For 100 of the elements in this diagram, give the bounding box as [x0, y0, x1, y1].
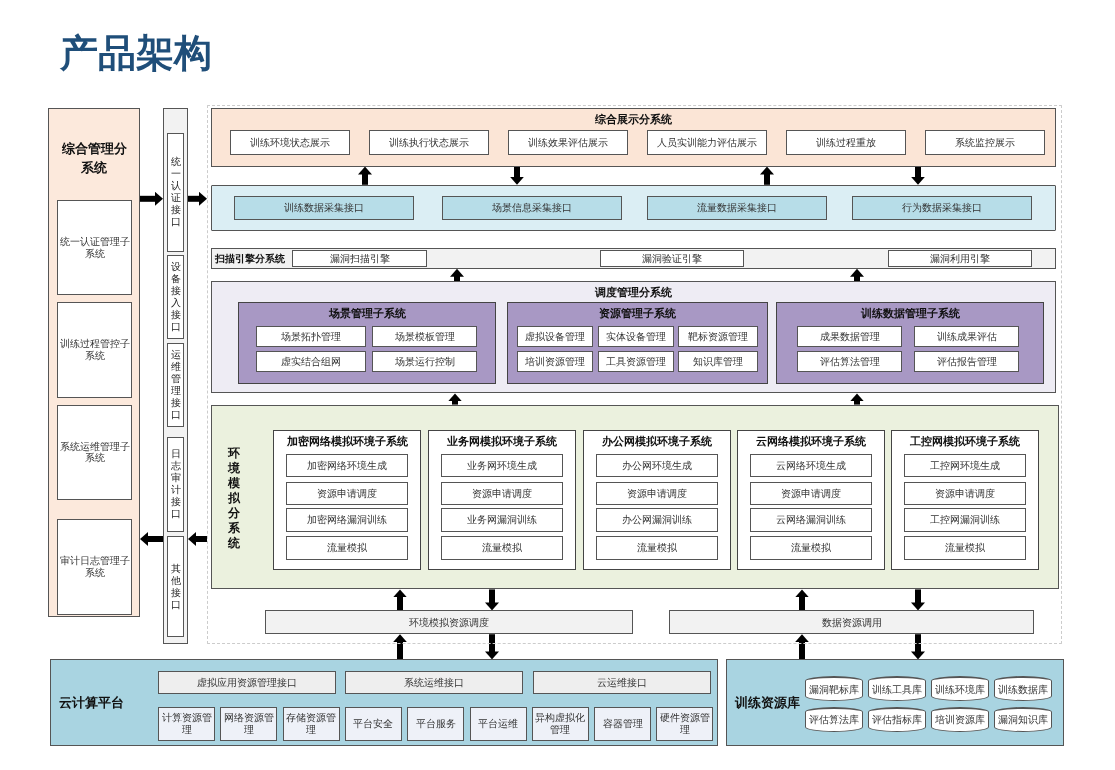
database-cylinder: 训练环境库: [931, 676, 989, 702]
module-box: 训练过程重放: [786, 130, 906, 156]
block-arrow: [393, 634, 407, 660]
panel-title: 场景管理子系统: [327, 306, 407, 322]
module-box: 云网络漏洞训练: [750, 508, 872, 532]
module-box: 办公网漏洞训练: [596, 508, 718, 532]
interface-box: 场景信息采集接口: [442, 196, 622, 220]
interface-box: [167, 436, 184, 532]
module-box: 虚拟设备管理: [517, 326, 593, 348]
database-cylinder: 漏洞知识库: [994, 707, 1052, 733]
subsystem-panel: [273, 429, 421, 570]
engine-box: 漏洞扫描引擎: [292, 249, 427, 267]
block-arrow: [911, 589, 925, 611]
panel-title: 办公网模拟环境子系统: [601, 433, 713, 449]
module-box: 工控网漏洞训练: [904, 508, 1026, 532]
band-box: 数据资源调用: [669, 610, 1034, 635]
panel-title: 云网络模拟环境子系统: [755, 433, 867, 449]
database-cylinder: 训练工具库: [868, 676, 926, 702]
engine-box: 漏洞利用引擎: [888, 249, 1032, 267]
engine-box: 漏洞验证引擎: [600, 249, 744, 267]
interface-box: [167, 536, 184, 637]
module-box: 流量模拟: [286, 536, 408, 560]
interface-label: 其他接口: [170, 562, 181, 611]
module-box: 训练执行状态展示: [369, 130, 489, 156]
interface-label: 统一认证接口: [170, 156, 181, 229]
module-box: 审计日志管理子系统: [57, 519, 132, 615]
module-box: 资源申请调度: [441, 481, 563, 506]
subsystem-panel: [238, 302, 496, 384]
module-box: 资源申请调度: [904, 481, 1026, 506]
module-box: 流量模拟: [596, 536, 718, 560]
module-box: 统一认证管理子系统: [57, 200, 132, 296]
subsystem-panel: [211, 281, 1056, 394]
block-arrow: [450, 268, 464, 282]
panel-title: 训练资源库: [735, 694, 800, 713]
module-box: 加密网络漏洞训练: [286, 508, 408, 532]
module-box: 流量模拟: [904, 536, 1026, 560]
database-cylinder: 评估指标库: [868, 707, 926, 733]
block-arrow: [485, 589, 499, 611]
panel-title: 调度管理分系统: [594, 285, 673, 301]
module-box: 云网络环境生成: [750, 453, 872, 478]
panel-title: 环境模拟分系统: [228, 445, 241, 551]
module-box: 硬件资源管理: [656, 707, 714, 741]
module-box: 知识库管理: [678, 351, 758, 373]
platform-panel: [726, 659, 1064, 747]
module-box: 虚实结合组网: [256, 351, 366, 373]
module-box: 异构虚拟化管理: [531, 707, 589, 741]
interface-box: 虚拟应用资源管理接口: [158, 670, 336, 695]
module-box: 训练环境状态展示: [230, 130, 350, 156]
subsystem-panel: [776, 302, 1044, 384]
interface-box: [167, 133, 184, 252]
module-box: 成果数据管理: [797, 326, 902, 348]
module-box: 场景运行控制: [372, 351, 477, 373]
subsystem-panel: [211, 107, 1056, 167]
module-box: 靶标资源管理: [678, 326, 758, 348]
module-box: 容器管理: [594, 707, 652, 741]
interface-box: 系统运维接口: [345, 670, 523, 695]
module-box: 业务网漏洞训练: [441, 508, 563, 532]
interface-box: 云运维接口: [533, 670, 711, 695]
module-box: 网络资源管理: [220, 707, 278, 741]
module-box: 工具资源管理: [598, 351, 674, 373]
module-box: 资源申请调度: [596, 481, 718, 506]
block-arrow: [795, 589, 809, 611]
database-cylinder: 漏洞靶标库: [805, 676, 863, 702]
subsystem-panel: [48, 107, 140, 618]
module-box: 实体设备管理: [598, 326, 674, 348]
module-box: 训练过程管控子系统: [57, 302, 132, 398]
collection-band: [211, 184, 1056, 231]
block-arrow: [850, 268, 864, 282]
interface-box: [167, 343, 184, 427]
block-arrow: [485, 634, 499, 660]
page-title: 产品架构: [60, 30, 212, 77]
database-cylinder: 培训资源库: [931, 707, 989, 733]
panel-title: 业务网模拟环境子系统: [446, 433, 558, 449]
database-cylinder: 评估算法库: [805, 707, 863, 733]
dashed-frame: [207, 105, 1062, 644]
module-box: 流量模拟: [750, 536, 872, 560]
panel-title: 加密网络模拟环境子系统: [285, 433, 409, 449]
module-box: 加密网络环境生成: [286, 453, 408, 478]
subsystem-panel: [737, 429, 885, 570]
module-box: 平台运维: [469, 707, 527, 741]
database-cylinder: 训练数据库: [994, 676, 1052, 702]
module-box: 业务网环境生成: [441, 453, 563, 478]
subsystem-panel: [507, 302, 768, 384]
platform-panel: [50, 659, 718, 747]
interface-column: [163, 107, 188, 644]
module-box: 资源申请调度: [286, 481, 408, 506]
block-arrow: [911, 166, 925, 185]
interface-box: 行为数据采集接口: [852, 196, 1032, 220]
module-box: 系统运维管理子系统: [57, 404, 132, 500]
block-arrow: [358, 166, 372, 185]
interface-label: 日志审计接口: [170, 448, 181, 521]
module-box: 系统监控展示: [925, 130, 1045, 156]
module-box: 存储资源管理: [282, 707, 340, 741]
block-arrow: [795, 634, 809, 660]
block-arrow: [188, 191, 207, 206]
module-box: 训练成果评估: [914, 326, 1019, 348]
subsystem-panel: [583, 429, 731, 570]
module-box: 场景模板管理: [372, 326, 477, 348]
block-arrow: [140, 532, 163, 546]
band-box: 环境模拟资源调度: [265, 610, 633, 635]
